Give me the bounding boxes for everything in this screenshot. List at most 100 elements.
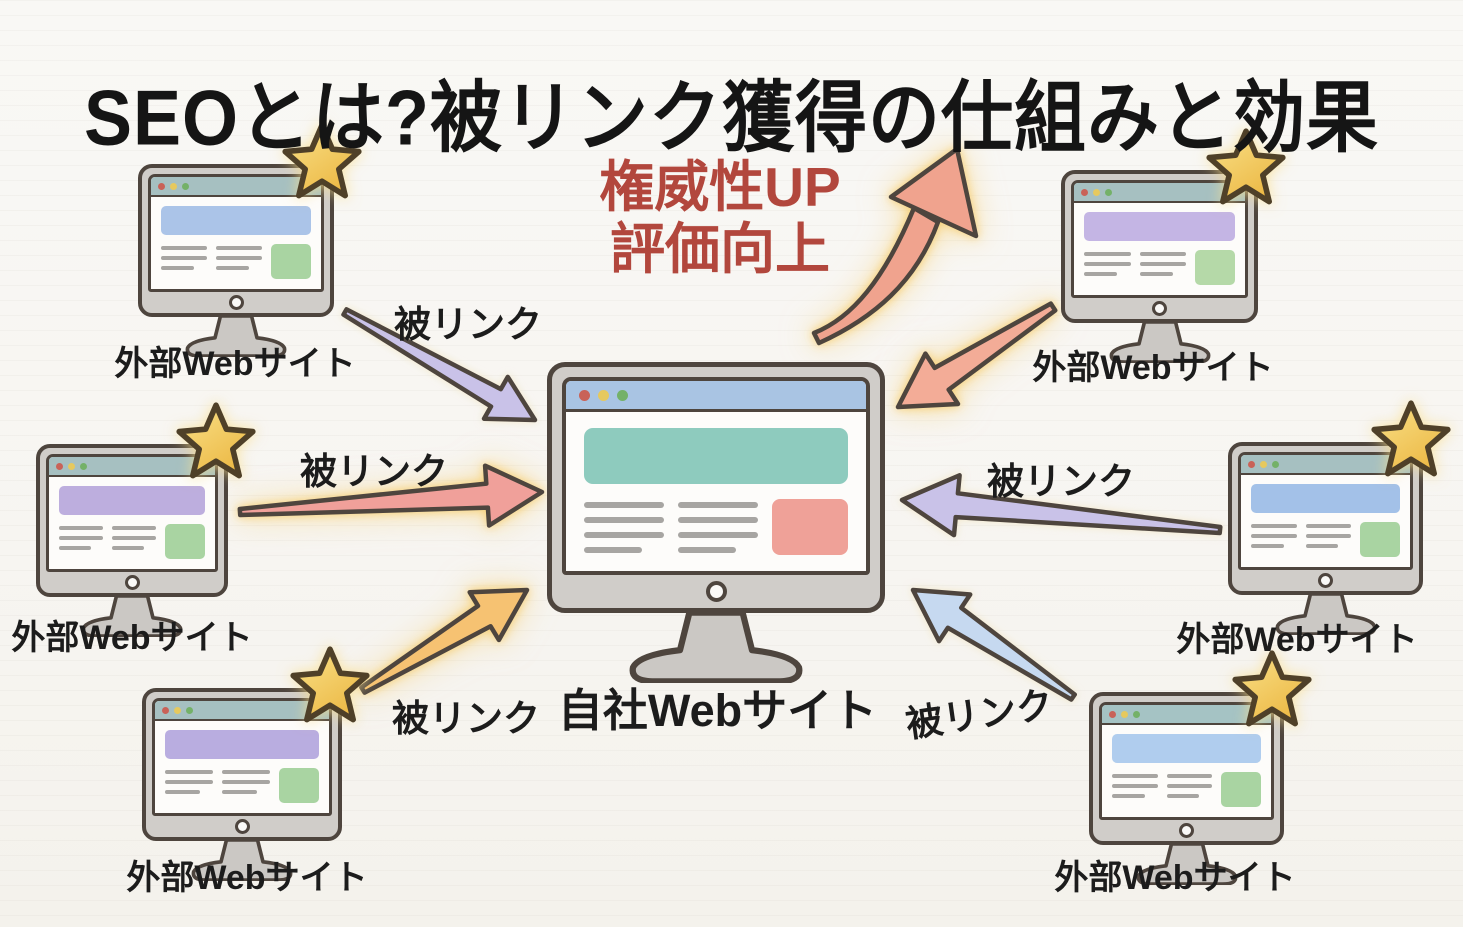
backlink-arrow-mid-right bbox=[899, 473, 1223, 538]
maximize-dot-icon bbox=[182, 182, 189, 190]
close-dot-icon bbox=[1109, 710, 1116, 718]
browser-bar bbox=[49, 457, 215, 477]
monitor-chin bbox=[1099, 820, 1274, 841]
minimize-dot-icon bbox=[1121, 710, 1128, 718]
browser-window bbox=[1099, 702, 1274, 820]
page-thumbnail-block bbox=[772, 499, 848, 555]
page-banner bbox=[161, 206, 311, 235]
close-dot-icon bbox=[56, 462, 63, 470]
monitor-chin bbox=[148, 292, 324, 313]
browser-window bbox=[152, 698, 332, 816]
backlink-arrow-top-left bbox=[341, 307, 538, 423]
external-site-monitor-bottom-right bbox=[1089, 650, 1312, 885]
minimize-dot-icon bbox=[1093, 188, 1100, 196]
browser-window bbox=[148, 174, 324, 292]
monitor-stand bbox=[629, 611, 803, 683]
close-dot-icon bbox=[579, 389, 590, 401]
monitor-chin bbox=[152, 816, 332, 837]
browser-bar bbox=[151, 177, 321, 197]
page-thumbnail-block bbox=[279, 768, 319, 803]
page-thumbnail-block bbox=[1221, 772, 1261, 807]
monitor-stand bbox=[191, 839, 293, 881]
external-site-label-bottom-left: 外部Webサイト bbox=[126, 859, 368, 897]
external-site-label-top-left: 外部Webサイト bbox=[114, 345, 356, 383]
minimize-dot-icon bbox=[174, 706, 181, 714]
effect-line-evaluation: 評価向上 bbox=[609, 218, 830, 281]
maximize-dot-icon bbox=[80, 462, 87, 470]
monitor-stand bbox=[1136, 843, 1237, 885]
star-icon bbox=[1232, 650, 1312, 727]
camera-dot-icon bbox=[228, 295, 244, 310]
page-content bbox=[1241, 475, 1410, 567]
browser-window bbox=[1238, 452, 1413, 570]
effect-label: 権威性UP 評価向上 bbox=[560, 156, 880, 280]
backlink-arrow-bottom-right bbox=[910, 587, 1077, 702]
backlink-label-bottom-left: 被リンク bbox=[392, 698, 540, 739]
monitor-bezel bbox=[1061, 170, 1258, 323]
effect-line-authority: 権威性UP bbox=[599, 156, 841, 218]
browser-bar bbox=[1241, 455, 1410, 475]
browser-bar bbox=[566, 381, 866, 412]
page-title: SEOとは?被リンク獲得の仕組みと効果 bbox=[83, 75, 1380, 163]
backlink-arrow-mid-left bbox=[237, 463, 545, 528]
external-site-monitor-top-right bbox=[1061, 128, 1286, 363]
external-site-monitor-top-left bbox=[138, 122, 362, 357]
star-icon bbox=[290, 646, 370, 723]
maximize-dot-icon bbox=[617, 389, 628, 401]
backlink-label-mid-left: 被リンク bbox=[300, 451, 448, 492]
browser-bar bbox=[1102, 705, 1271, 725]
close-dot-icon bbox=[158, 182, 165, 190]
external-site-label-top-right: 外部Webサイト bbox=[1032, 349, 1274, 387]
star-icon bbox=[282, 122, 362, 199]
page-content bbox=[49, 477, 215, 569]
monitor-chin bbox=[46, 572, 218, 593]
growth-arrow bbox=[811, 146, 979, 346]
maximize-dot-icon bbox=[1272, 460, 1279, 468]
camera-dot-icon bbox=[1318, 573, 1333, 588]
external-site-monitor-mid-right bbox=[1228, 400, 1451, 635]
page-banner bbox=[1084, 212, 1235, 241]
camera-dot-icon bbox=[124, 575, 140, 590]
camera-dot-icon bbox=[1152, 301, 1167, 316]
monitor-chin bbox=[1071, 298, 1248, 319]
maximize-dot-icon bbox=[1105, 188, 1112, 196]
page-thumbnail-block bbox=[1360, 522, 1400, 557]
monitor-bezel bbox=[138, 164, 334, 317]
close-dot-icon bbox=[1081, 188, 1088, 196]
browser-window bbox=[46, 454, 218, 572]
browser-bar bbox=[155, 701, 329, 721]
page-content bbox=[155, 721, 329, 813]
close-dot-icon bbox=[162, 706, 169, 714]
browser-window bbox=[562, 377, 870, 575]
backlink-arrow-top-right bbox=[895, 301, 1058, 410]
browser-bar bbox=[1074, 183, 1245, 203]
own-site-label: 自社Webサイト bbox=[557, 685, 878, 736]
star-icon bbox=[176, 402, 256, 479]
external-site-label-bottom-right: 外部Webサイト bbox=[1054, 859, 1296, 897]
external-site-label-mid-right: 外部Webサイト bbox=[1176, 621, 1418, 659]
star-icon bbox=[1371, 400, 1451, 477]
page-banner bbox=[1112, 734, 1261, 763]
minimize-dot-icon bbox=[68, 462, 75, 470]
external-site-monitor-mid-left bbox=[36, 402, 256, 637]
minimize-dot-icon bbox=[598, 389, 609, 401]
backlink-arrow-bottom-left bbox=[359, 587, 530, 695]
monitor-stand bbox=[185, 315, 287, 357]
page-thumbnail-block bbox=[271, 244, 311, 279]
monitor-bezel bbox=[547, 362, 885, 613]
monitor-stand bbox=[1275, 593, 1376, 635]
monitor-chin bbox=[562, 575, 870, 608]
camera-dot-icon bbox=[705, 581, 727, 602]
external-site-monitor-bottom-left bbox=[142, 646, 370, 881]
close-dot-icon bbox=[1248, 460, 1255, 468]
external-site-label-mid-left: 外部Webサイト bbox=[11, 619, 253, 657]
page-thumbnail-block bbox=[1195, 250, 1235, 285]
page-banner bbox=[165, 730, 319, 759]
maximize-dot-icon bbox=[1133, 710, 1140, 718]
page-banner bbox=[584, 428, 848, 484]
page-thumbnail-block bbox=[165, 524, 205, 559]
page-content bbox=[1102, 725, 1271, 817]
camera-dot-icon bbox=[1179, 823, 1194, 838]
page-banner bbox=[59, 486, 205, 515]
